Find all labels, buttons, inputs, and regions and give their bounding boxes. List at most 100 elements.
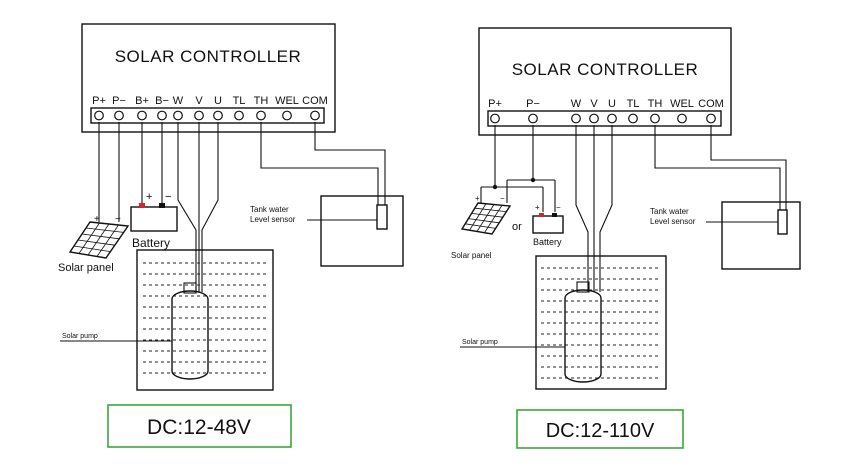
right-terminal-screw (528, 113, 538, 124)
right-sensor-wire-com (710, 125, 787, 210)
right-terminal-label: COM (698, 98, 724, 110)
left-terminal-screw (282, 110, 292, 121)
right-voltage-box (516, 409, 684, 449)
left-terminal-screw (256, 110, 266, 121)
right-or-label: or (512, 221, 522, 233)
right-battery-terminal-plus (539, 213, 544, 217)
left-battery-plus-sign: + (146, 191, 152, 203)
right-battery-terminal-minus (552, 213, 557, 217)
right-terminal-strip (487, 110, 722, 127)
right-well: Solar pump (460, 255, 667, 390)
left-terminal-screw (213, 110, 223, 121)
left-terminal-label: B− (155, 95, 169, 107)
right-terminal-screws (490, 113, 716, 124)
left-terminal-screw (114, 110, 124, 121)
right-terminal-label: W (571, 98, 582, 110)
right-controller-box (478, 27, 732, 136)
left-terminal-screw (173, 110, 183, 121)
left-pump-label: Solar pump (62, 333, 98, 340)
left-terminal-strip (90, 107, 325, 124)
left-terminal-label: WEL (275, 95, 299, 107)
left-terminal-screws (94, 110, 320, 121)
right-terminal-screw (650, 113, 660, 124)
left-well: Solar pump (60, 249, 274, 391)
left-battery-label: Battery (132, 236, 170, 250)
left-terminal-label: TH (254, 95, 269, 107)
right-terminal-screw (571, 113, 581, 124)
left-terminal-label: B+ (135, 95, 149, 107)
left-tank-sensor: Tank water Level sensor (250, 195, 404, 267)
left-pump-wire-u (201, 122, 219, 292)
left-terminal-screw (157, 110, 167, 121)
right-terminal-label: P− (526, 98, 540, 110)
right-pump-wire-u (599, 125, 613, 292)
right-battery-plus-sign: + (535, 203, 540, 212)
right-terminal-label: WEL (670, 98, 694, 110)
left-battery: + − Battery (130, 191, 178, 250)
left-terminal-screw (234, 110, 244, 121)
left-level-sensor-probe (376, 204, 388, 230)
right-terminal-screw (706, 113, 716, 124)
right-panel-minus-sign: − (500, 194, 505, 203)
left-terminal-screw (194, 110, 204, 121)
left-battery-terminal-plus (139, 203, 145, 208)
left-battery-minus-sign: − (165, 191, 171, 203)
left-terminal-label: V (195, 95, 203, 107)
right-battery-label: Battery (533, 237, 562, 247)
left-terminal-label: TL (233, 95, 246, 107)
right-terminal-screw (607, 113, 617, 124)
left-voltage-box (107, 404, 292, 448)
right-pump-wire-w (575, 125, 589, 292)
left-panel-plus-sign: + (94, 214, 100, 225)
right-sensor-wire-th (654, 125, 781, 210)
right-terminal-label: P+ (488, 98, 502, 110)
right-terminal-label: TL (627, 98, 640, 110)
left-panel-label: Solar panel (58, 262, 114, 274)
left-battery-terminal-minus (159, 203, 165, 208)
right-terminal-label: V (590, 98, 598, 110)
left-terminal-label: P− (112, 95, 126, 107)
right-solar-panel: + − Solar panel (451, 194, 512, 260)
right-terminal-screw (628, 113, 638, 124)
left-terminal-screw (137, 110, 147, 121)
right-level-sensor-probe (777, 209, 788, 235)
right-terminal-label: U (608, 98, 616, 110)
left-terminal-screw (310, 110, 320, 121)
left-panel-minus-sign: − (115, 214, 121, 225)
right-sensor-label-2: Level sensor (650, 217, 696, 226)
right-battery-minus-sign: − (556, 203, 561, 212)
left-pump-body (171, 290, 209, 380)
left-sensor-wire-com (314, 122, 386, 205)
left-sensor-label-2: Level sensor (250, 215, 296, 224)
right-battery: + − Battery (532, 203, 564, 247)
right-voltage-text: DC:12-110V (546, 420, 655, 442)
right-terminal-screw (589, 113, 599, 124)
left-controller-title: SOLAR CONTROLLER (115, 47, 302, 66)
left-controller-box (81, 23, 336, 133)
right-junction-plus (492, 184, 498, 190)
right-pump-top-cap (576, 281, 590, 293)
right-terminal-label: TH (648, 98, 663, 110)
right-panel-plus-sign: + (475, 194, 480, 203)
right-junction-minus (530, 177, 536, 183)
left-sensor-wire-th (260, 122, 379, 205)
left-terminal-label: W (173, 95, 184, 107)
left-sensor-label-1: Tank water (250, 205, 289, 214)
right-panel-label: Solar panel (451, 251, 492, 260)
right-pump-label: Solar pump (462, 339, 498, 346)
right-pump-body (564, 289, 602, 383)
left-terminal-label: U (214, 95, 222, 107)
left-solar-panel: + − Solar panel (58, 214, 130, 274)
left-voltage-text: DC:12-48V (147, 416, 251, 439)
left-terminal-label: COM (302, 95, 328, 107)
right-terminal-screw (490, 113, 500, 124)
left-terminal-label: P+ (92, 95, 106, 107)
right-sensor-label-1: Tank water (650, 207, 689, 216)
left-pump-wire-w (177, 122, 197, 292)
left-terminal-screw (94, 110, 104, 121)
